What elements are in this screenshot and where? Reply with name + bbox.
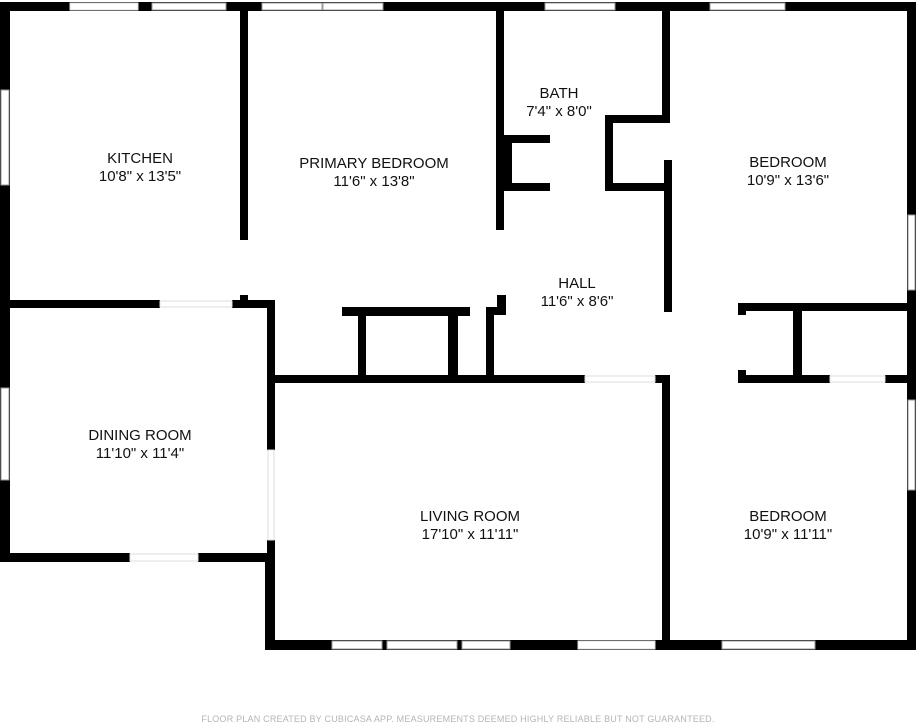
room-size: 10'8" x 13'5" bbox=[98, 168, 182, 185]
room-name: DINING ROOM bbox=[88, 427, 192, 444]
room-bath: BATH 7'4" x 8'0" bbox=[526, 85, 592, 121]
room-size: 17'10" x 11'11" bbox=[421, 526, 519, 543]
room-name: PRIMARY BEDROOM bbox=[299, 155, 449, 172]
windows bbox=[0, 2, 916, 650]
room-name: BEDROOM bbox=[749, 508, 827, 525]
room-size: 10'9" x 11'11" bbox=[743, 526, 833, 543]
room-name: HALL bbox=[558, 275, 596, 292]
room-name: BEDROOM bbox=[749, 154, 827, 171]
room-dining: DINING ROOM 11'10" x 11'4" bbox=[88, 427, 191, 463]
room-name: BATH bbox=[539, 85, 579, 102]
room-size: 11'6" x 13'8" bbox=[333, 173, 415, 190]
openings bbox=[69, 2, 886, 650]
room-primary-bedroom: PRIMARY BEDROOM 11'6" x 13'8" bbox=[299, 155, 448, 191]
disclaimer-footer: FLOOR PLAN CREATED BY CUBICASA APP. MEAS… bbox=[201, 714, 715, 724]
room-bedroom-1: BEDROOM 10'9" x 13'6" bbox=[747, 154, 829, 190]
room-size: 11'6" x 8'6" bbox=[540, 293, 614, 310]
room-hall: HALL 11'6" x 8'6" bbox=[541, 275, 614, 311]
room-size: 10'9" x 13'6" bbox=[746, 172, 830, 189]
room-living: LIVING ROOM 17'10" x 11'11" bbox=[420, 508, 520, 544]
room-bedroom-2: BEDROOM 10'9" x 11'11" bbox=[744, 508, 832, 544]
room-name: KITCHEN bbox=[107, 150, 173, 167]
room-size: 7'4" x 8'0" bbox=[526, 103, 592, 120]
room-kitchen: KITCHEN 10'8" x 13'5" bbox=[99, 150, 181, 186]
room-name: LIVING ROOM bbox=[419, 508, 521, 525]
walls bbox=[0, 2, 916, 650]
room-size: 11'10" x 11'4" bbox=[95, 445, 185, 462]
